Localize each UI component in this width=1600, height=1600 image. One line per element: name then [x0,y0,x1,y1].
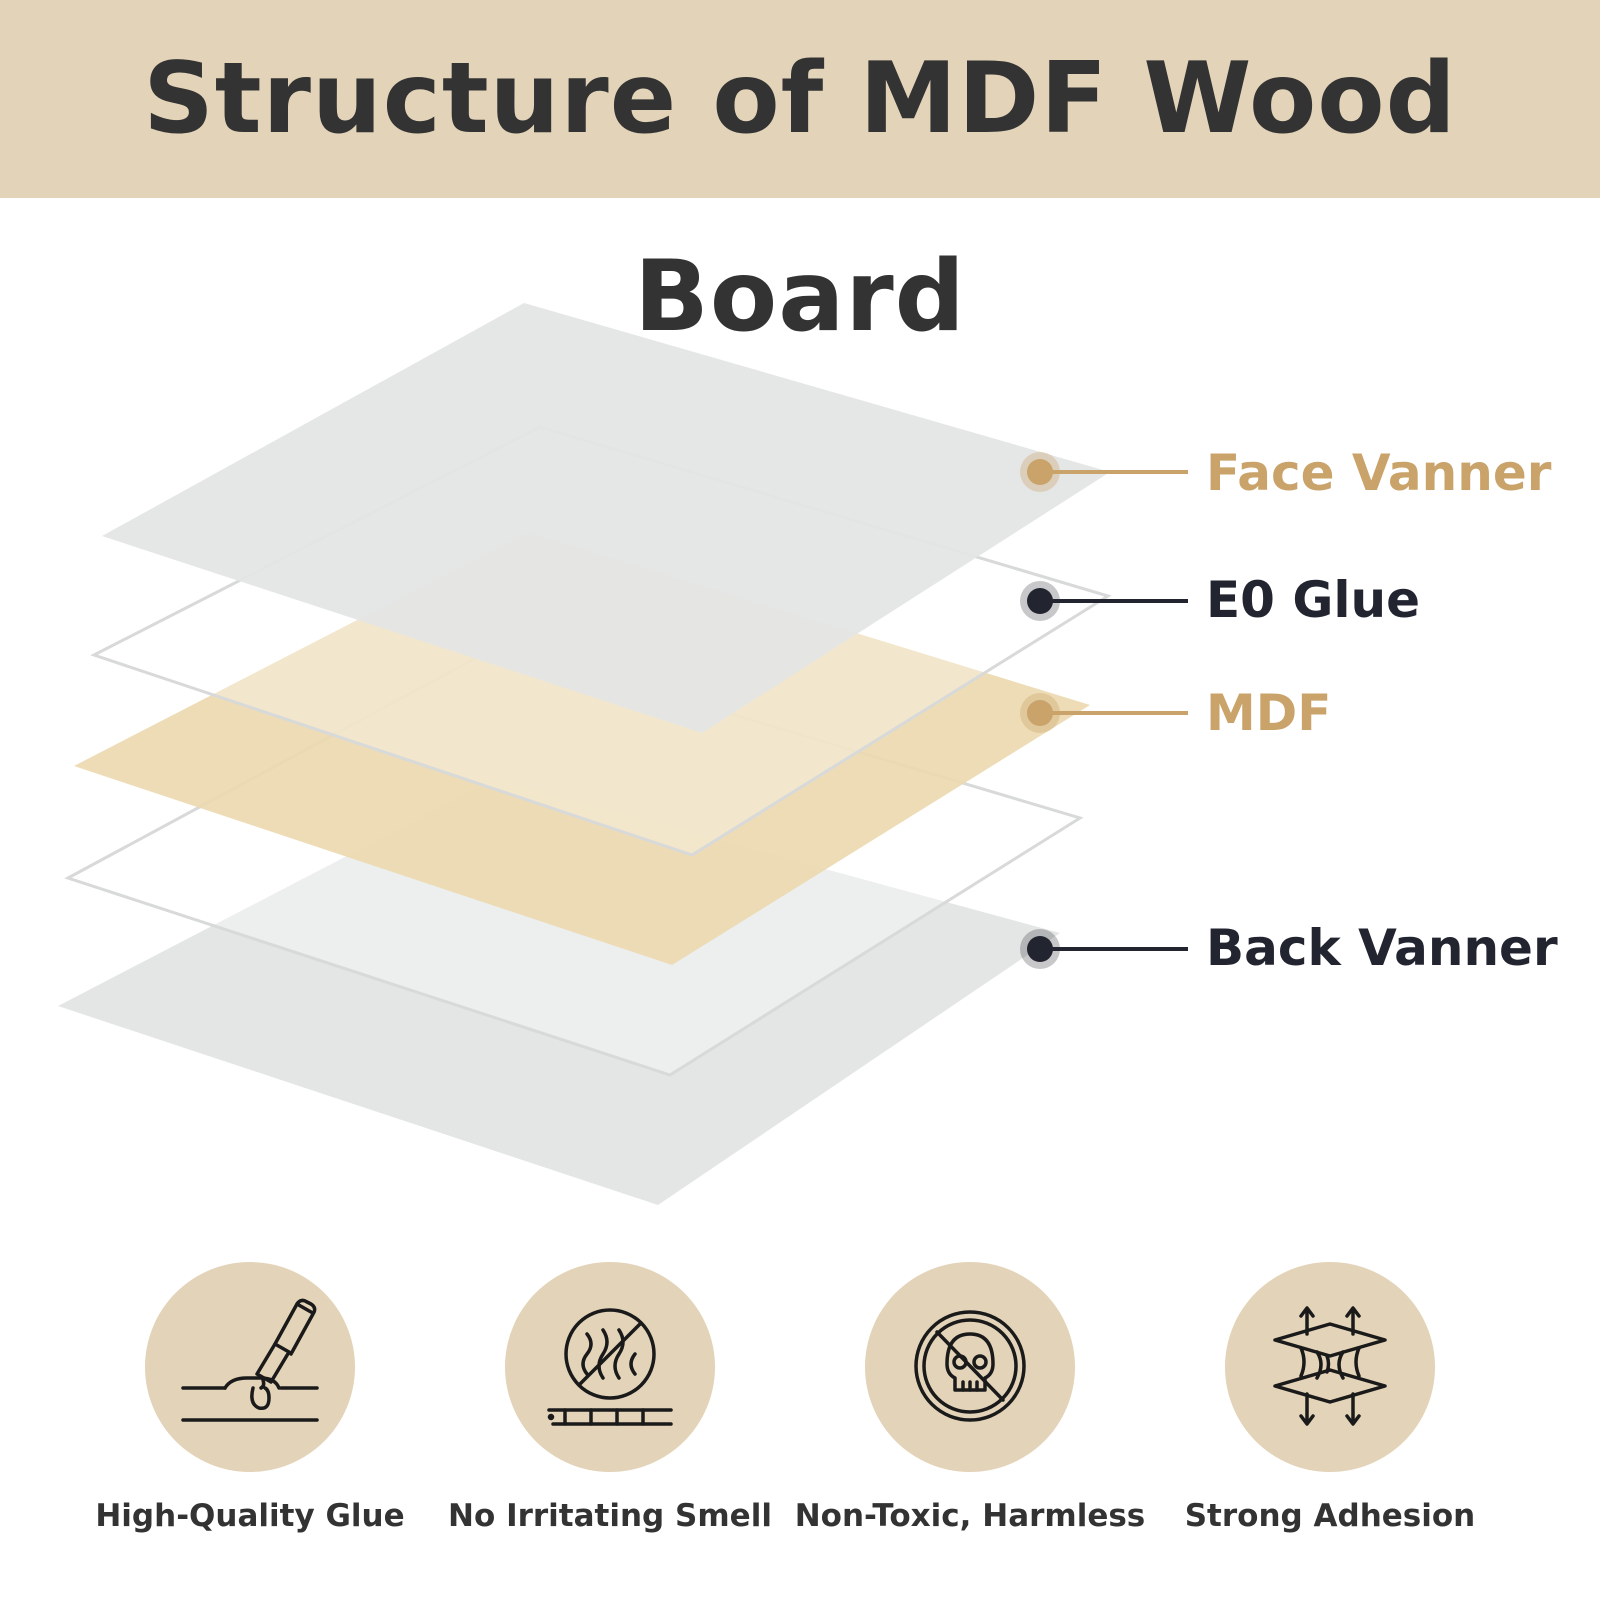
feature-label: Non-Toxic, Harmless [794,1498,1146,1534]
glue-tube-icon [181,1298,319,1422]
adhesion-layers-icon [1273,1306,1387,1426]
face-veneer-layer [102,303,1110,733]
label-face-vanner: Face Vanner [1206,444,1552,502]
feature-label: High-Quality Glue [95,1498,405,1534]
feature-badge [865,1262,1075,1472]
feature-badge [145,1262,355,1472]
back-veneer-layer [58,779,1060,1205]
label-mdf: MDF [1206,684,1332,742]
callout-mdf [1020,693,1188,733]
feature-label: Strong Adhesion [1184,1498,1476,1534]
layer-diagram [58,303,1188,1205]
callout-face-vanner [1020,452,1188,492]
feature-no-irritating-smell: No Irritating Smell [430,1262,790,1562]
page-title: Structure of MDF Wood Board [143,42,1457,354]
label-e0-glue: E0 Glue [1206,571,1421,629]
title-banner [0,0,1600,198]
no-toxic-skull-icon [914,1310,1026,1422]
feature-non-toxic-harmless: Non-Toxic, Harmless [790,1262,1150,1562]
feature-badge [1225,1262,1435,1472]
feature-label: No Irritating Smell [448,1498,772,1534]
feature-strong-adhesion: Strong Adhesion [1150,1262,1510,1562]
feature-badge [505,1262,715,1472]
no-smell-icon [547,1308,673,1426]
callout-e0-glue [1020,581,1188,621]
label-back-vanner: Back Vanner [1206,919,1558,977]
callout-back-vanner [1020,929,1188,969]
feature-high-quality-glue: High-Quality Glue [70,1262,430,1562]
